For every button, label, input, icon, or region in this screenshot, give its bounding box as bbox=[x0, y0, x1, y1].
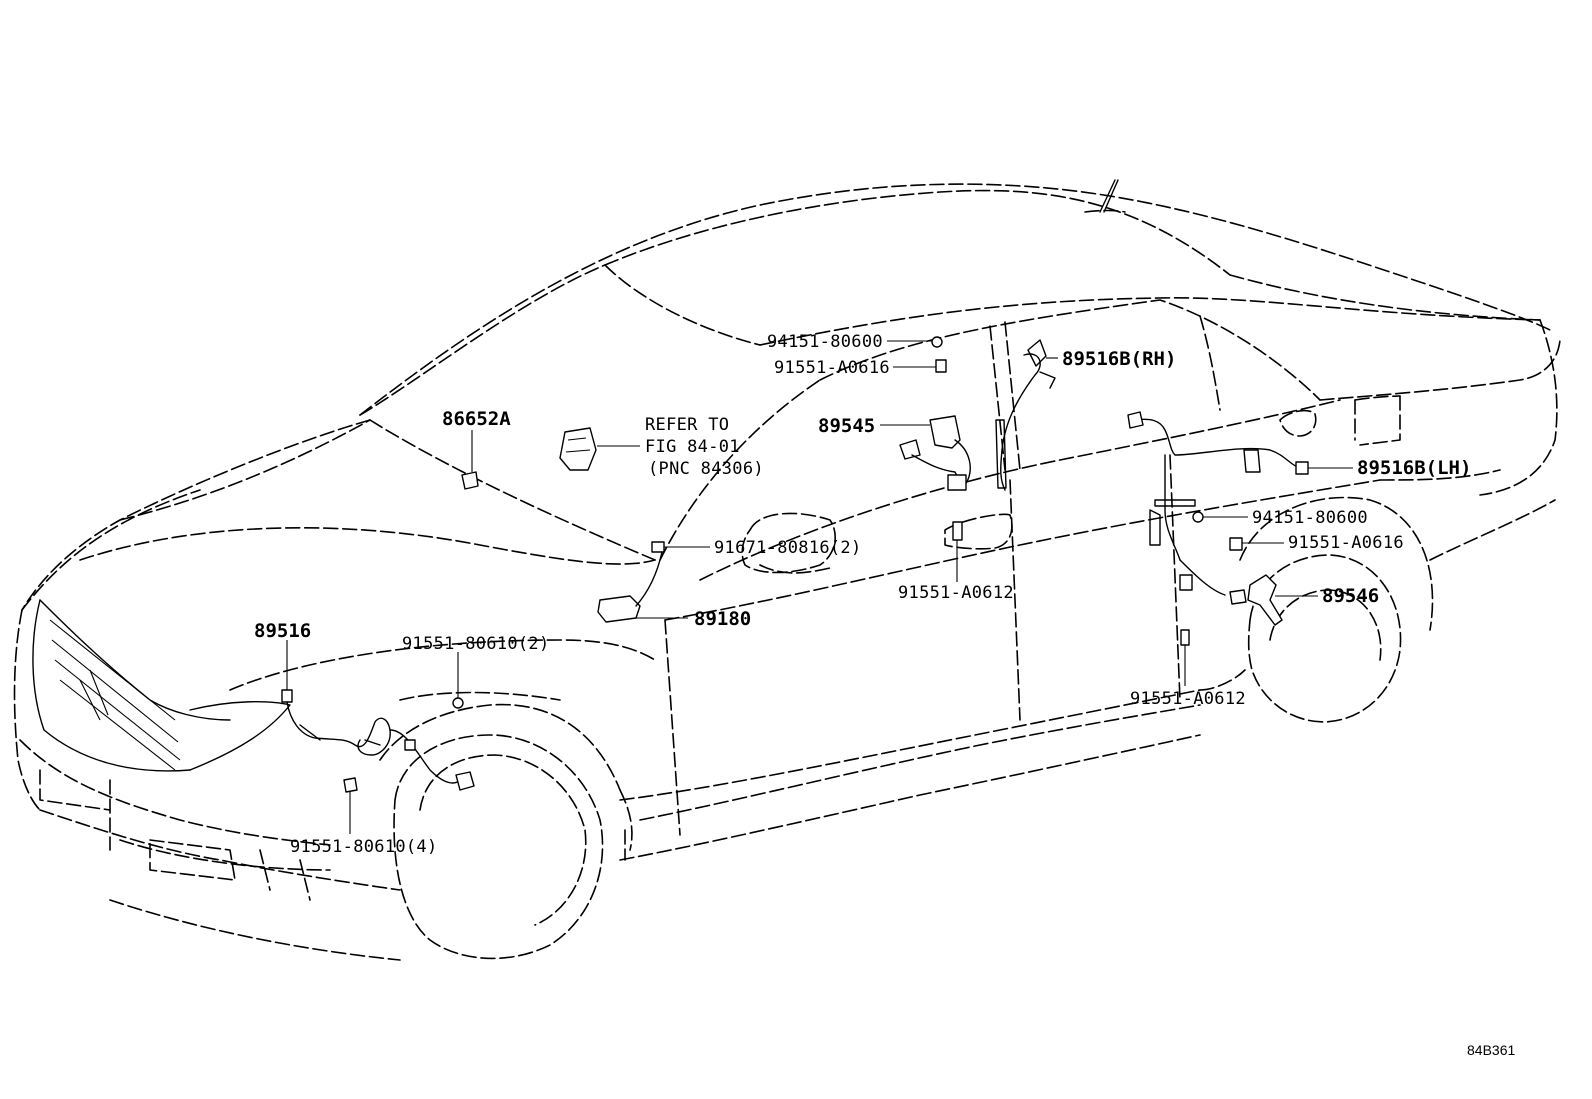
car-body-outline bbox=[13, 179, 1561, 961]
label-refer-to: REFER TO bbox=[645, 415, 729, 435]
bolt-91551-80610-front bbox=[343, 777, 358, 793]
label-91551-a0616-right: 91551-A0616 bbox=[1288, 533, 1404, 553]
label-fig-84-01: FIG 84-01 bbox=[645, 437, 740, 457]
label-89516: 89516 bbox=[254, 620, 311, 642]
label-91551-80610-2: 91551-80610(2) bbox=[402, 634, 550, 654]
sensor-89545 bbox=[929, 415, 961, 449]
bolt-91671 bbox=[651, 541, 665, 553]
bolt-91551-a0612-right bbox=[1180, 629, 1190, 646]
leader-lines bbox=[286, 340, 1353, 834]
sensor-harness-89516b-rh bbox=[1000, 353, 1041, 491]
figure-code: 84B361 bbox=[1467, 1042, 1515, 1058]
label-89516b-rh: 89516B(RH) bbox=[1062, 348, 1176, 370]
sensor-harness-89516b-lh bbox=[1134, 418, 1301, 469]
clip-86652a bbox=[461, 471, 479, 490]
bolt-91551-a0616-top bbox=[935, 359, 947, 373]
label-86652a: 86652A bbox=[442, 408, 511, 430]
bolt-91551-a0616-right bbox=[1229, 537, 1243, 551]
steering-sensor-assembly bbox=[559, 427, 597, 471]
bolt-91551-a0612-center bbox=[952, 521, 963, 541]
label-89516b-lh: 89516B(LH) bbox=[1357, 457, 1471, 479]
sensor-89516 bbox=[281, 689, 293, 703]
label-91551-a0612-right: 91551-A0612 bbox=[1130, 689, 1246, 709]
nut-94151-top bbox=[931, 336, 943, 348]
components bbox=[281, 336, 1309, 793]
label-94151-80600-right: 94151-80600 bbox=[1252, 508, 1368, 528]
label-91551-a0612-center: 91551-A0612 bbox=[898, 583, 1014, 603]
label-89545: 89545 bbox=[818, 415, 875, 437]
label-91551-80610-4: 91551-80610(4) bbox=[290, 837, 438, 857]
callout-labels: 86652A REFER TO FIG 84-01 (PNC 84306) 94… bbox=[254, 332, 1515, 1058]
sensor-89546 bbox=[1247, 574, 1283, 626]
bolt-91551-80610-hood bbox=[452, 697, 464, 709]
label-91671-80816: 91671-80816(2) bbox=[714, 538, 862, 558]
label-91551-a0616-top: 91551-A0616 bbox=[774, 358, 890, 378]
label-pnc-84306: (PNC 84306) bbox=[648, 459, 764, 479]
label-89180: 89180 bbox=[694, 608, 751, 630]
sensor-89180 bbox=[597, 595, 641, 623]
sensor-harness-89516 bbox=[286, 701, 391, 756]
label-94151-80600-top: 94151-80600 bbox=[767, 332, 883, 352]
label-89546: 89546 bbox=[1322, 585, 1379, 607]
nut-94151-right bbox=[1192, 511, 1204, 523]
